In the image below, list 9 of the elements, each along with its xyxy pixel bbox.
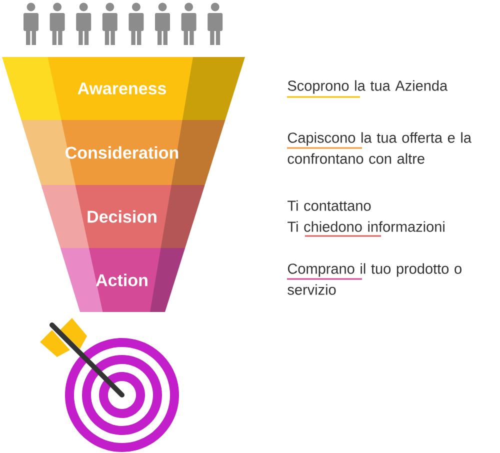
description-text: Ti contattano (288, 200, 371, 211)
description-text: Capiscono la tua offerta e la confrontano con altre (288, 132, 472, 164)
description-text: Comprano il tuo prodotto o servizio (288, 263, 462, 295)
funnel-band: Consideration (21, 120, 226, 185)
description-text: Scoprono la tua Azienda (288, 80, 448, 94)
funnel-band: Decision (41, 185, 205, 248)
funnel-band: Action (60, 248, 186, 312)
description-text: Ti chiedono informazioni (288, 221, 444, 232)
funnel-band: Awareness (2, 57, 245, 120)
